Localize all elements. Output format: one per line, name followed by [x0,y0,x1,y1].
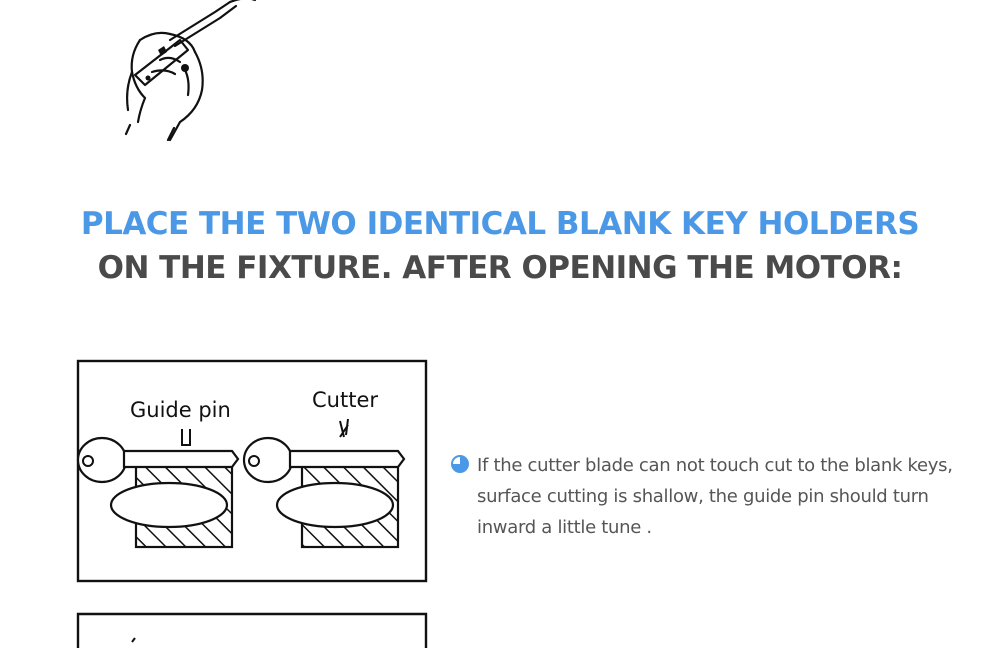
right-key-holder [242,418,406,549]
hand-screwdriver-illustration [124,0,257,142]
instruction-note: If the cutter blade can not touch cut to… [450,450,970,543]
heading-line-accent: PLACE THE TWO IDENTICAL BLANK KEY HOLDER… [80,206,920,242]
cutter-label: Cutter [312,388,378,412]
guide-pin-label: Guide pin [130,398,231,422]
heading-line-dark: ON THE FIXTURE. AFTER OPENING THE MOTOR: [97,250,903,286]
pie-quarter-icon [451,455,469,473]
page-heading: PLACE THE TWO IDENTICAL BLANK KEY HOLDER… [0,200,1000,288]
second-diagram-frame [76,612,428,648]
key-holder-fixture-diagram: Guide pin Cutter [76,359,428,583]
note-text: If the cutter blade can not touch cut to… [477,455,953,538]
left-key-holder [76,429,240,549]
